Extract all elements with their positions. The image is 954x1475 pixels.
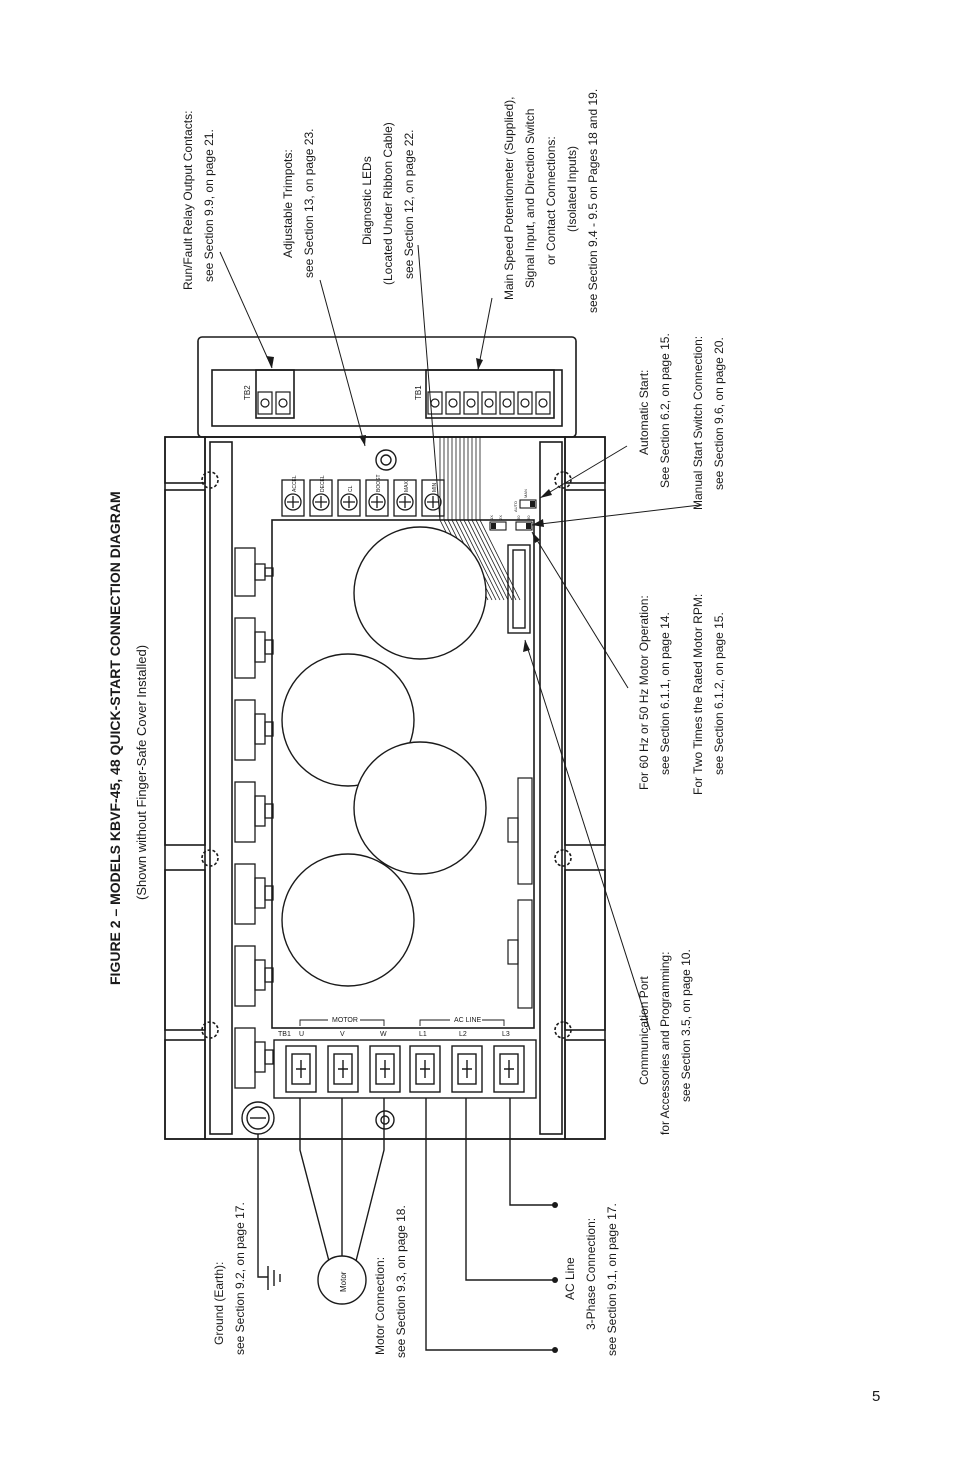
page-number: 5 <box>872 1388 881 1405</box>
callout-trimpots-line1: Adjustable Trimpots: <box>281 149 295 258</box>
motor-symbol-label: Motor <box>339 1271 348 1292</box>
figure-subtitle: (Shown without Finger-Safe Cover Install… <box>134 645 149 900</box>
leader-arrowheads <box>266 356 552 652</box>
trimpot-label-cl: CL <box>348 485 354 492</box>
power-terminal-block <box>273 1039 537 1099</box>
jumper-label-2x: 2X <box>498 515 503 520</box>
callout-comm-port-line3: see Section 3.5, on page 10. <box>679 949 693 1102</box>
trimpot-label-accel: ACCEL <box>292 475 298 492</box>
callout-auto-start-line1: Automatic Start: <box>637 370 651 455</box>
callout-comm-port-line2: for Accessories and Programming: <box>658 952 672 1135</box>
trimpot-label-max: MAX <box>404 481 410 493</box>
callout-diag-leds-line3: see Section 12, on page 22. <box>402 130 416 279</box>
terminal-label-w: W <box>380 1031 387 1038</box>
capacitor-group <box>281 526 487 987</box>
callout-ac-line-line3: see Section 9.1, on page 17. <box>605 1203 619 1356</box>
trimpot-label-decel: DECEL <box>320 475 326 492</box>
jumper-label-50: 50 <box>516 515 521 520</box>
callout-ground-line1: Ground (Earth): <box>212 1262 226 1345</box>
control-terminal-housing <box>197 336 577 438</box>
callout-comm-port-line1: Communication Port <box>637 976 651 1085</box>
trimpot-label-boost: BOOST <box>376 474 382 492</box>
external-wiring <box>257 1098 555 1351</box>
motor-symbol: Motor <box>317 1255 367 1305</box>
callout-ac-line-line2: 3-Phase Connection: <box>584 1218 598 1330</box>
callout-main-speed-line2: Signal Input, and Direction Switch <box>523 109 537 288</box>
jumper-label-auto: AUTO <box>513 501 518 512</box>
figure-title: FIGURE 2 – MODELS KBVF-45, 48 QUICK-STAR… <box>107 491 123 985</box>
trimpot-label-min: MIN <box>432 482 438 492</box>
jumper-label-60: 60 <box>526 515 531 520</box>
tb1-label: TB1 <box>278 1031 291 1038</box>
jumper-label-1x: 1X <box>489 515 494 520</box>
callout-hz-line2: see Section 6.1.1, on page 14. <box>658 612 672 775</box>
callout-two-times-line1: For Two Times the Rated Motor RPM: <box>691 594 705 795</box>
callout-motor-conn-line2: see Section 9.3, on page 18. <box>394 1205 408 1358</box>
terminal-group-brackets <box>299 1019 505 1026</box>
power-devices <box>234 547 274 1089</box>
ground-symbol <box>267 1266 281 1290</box>
callout-ground-line2: see Section 9.2, on page 17. <box>233 1202 247 1355</box>
wire-end-dots <box>552 1202 558 1353</box>
callout-main-speed-line3: or Contact Connections: <box>544 136 558 265</box>
callout-diag-leds-line1: Diagnostic LEDs <box>360 156 374 245</box>
terminal-label-l2: L2 <box>459 1031 467 1038</box>
jumper-block <box>489 499 537 531</box>
jumper-label-man: MAN <box>523 489 528 498</box>
communication-port <box>507 544 531 634</box>
relay-components <box>507 777 533 1009</box>
ac-line-group-label: AC LINE <box>454 1017 482 1024</box>
terminal-label-l1: L1 <box>419 1031 427 1038</box>
callout-diag-leds-line2: (Located Under Ribbon Cable) <box>381 122 395 285</box>
callout-ac-line-line1: AC Line <box>563 1257 577 1300</box>
callout-main-speed-line1: Main Speed Potentiometer (Supplied), <box>502 97 516 300</box>
trimpot-row <box>281 479 445 517</box>
callout-manual-start-line2: see Section 9.6, on page 20. <box>712 337 726 490</box>
callout-main-speed-line4: (Isolated Inputs) <box>565 146 579 232</box>
motor-group-label: MOTOR <box>332 1017 358 1024</box>
mounting-screw <box>375 449 397 471</box>
leader-lines <box>219 244 701 1031</box>
callout-two-times-line2: see Section 6.1.2, on page 15. <box>712 612 726 775</box>
terminal-label-v: V <box>340 1031 345 1038</box>
callout-trimpots-line2: see Section 13, on page 23. <box>302 129 316 278</box>
callout-run-fault-line1: Run/Fault Relay Output Contacts: <box>181 111 195 290</box>
tb1-upper-label: TB1 <box>414 385 423 400</box>
ground-screw <box>241 1101 395 1135</box>
callout-auto-start-line2: See Section 6.2, on page 15. <box>658 333 672 488</box>
callout-motor-conn-line1: Motor Connection: <box>373 1257 387 1355</box>
callout-main-speed-line5: see Section 9.4 - 9.5 on Pages 18 and 19… <box>586 89 600 313</box>
tb2-label: TB2 <box>243 385 252 400</box>
callout-manual-start-line1: Manual Start Switch Connection: <box>691 336 705 510</box>
terminal-label-l3: L3 <box>502 1031 510 1038</box>
terminal-label-u: U <box>299 1031 304 1038</box>
callout-run-fault-line2: see Section 9.9, on page 21. <box>202 129 216 282</box>
callout-hz-line1: For 60 Hz or 50 Hz Motor Operation: <box>637 595 651 790</box>
jumper-shorts <box>491 501 535 529</box>
